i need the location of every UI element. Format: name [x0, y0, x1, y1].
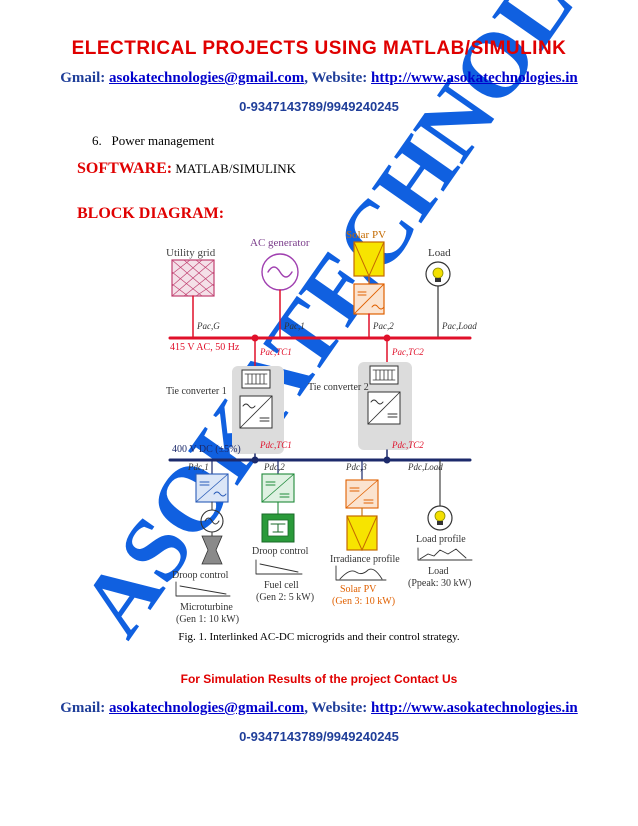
p-dc-2-label: Pdc,2 — [263, 462, 285, 472]
footer-gmail-label: Gmail: — [60, 700, 110, 716]
ac-bus-label: 415 V AC, 50 Hz — [170, 342, 240, 353]
footer-email-link[interactable]: asokatechnologies@gmail.com — [109, 700, 305, 716]
p-ac-tc2-label: Pac,TC2 — [391, 347, 424, 357]
turbine-icon — [201, 535, 223, 565]
header-website-label: , Website: — [304, 70, 372, 86]
droop-control-2-label: Droop control — [252, 546, 309, 557]
load-profile-label: Load profile — [416, 534, 466, 545]
p-ac-tc1-label: Pac,TC1 — [259, 347, 292, 357]
dc-ac-converter-icon-top — [353, 283, 385, 315]
p-ac-load-label: Pac,Load — [441, 321, 477, 331]
dc-dc-converter-icon — [261, 473, 295, 503]
droop-control-1-label: Droop control — [172, 570, 229, 581]
p-dc-tc2-label: Pdc,TC2 — [391, 440, 424, 450]
fuel-cell-gen-label: (Gen 2: 5 kW) — [256, 592, 314, 603]
lightbulb-icon-top — [425, 261, 451, 287]
generator-icon-1 — [200, 509, 224, 533]
fuel-cell-icon — [261, 513, 295, 543]
tie-converter-1-icon — [232, 366, 284, 454]
p-dc-load-label: Pdc,Load — [407, 462, 443, 472]
solar-panel-icon-top — [353, 241, 385, 278]
tie-converter-2-icon — [358, 362, 412, 450]
header-contact-line: Gmail: asokatechnologies@gmail.com, Webs… — [0, 70, 638, 87]
contact-line: For Simulation Results of the project Co… — [180, 672, 458, 686]
ac-generator-icon — [261, 253, 299, 291]
solar-panel-icon-bottom — [346, 515, 378, 552]
droop-curve-1 — [175, 581, 231, 597]
header-website-link[interactable]: http://www.asokatechnologies.in — [371, 70, 578, 86]
utility-grid-icon — [171, 259, 215, 297]
p-ac-1-label: Pac,1 — [283, 321, 305, 331]
figure-caption: Fig. 1. Interlinked AC-DC microgrids and… — [178, 631, 460, 643]
header-gmail-label: Gmail: — [60, 70, 110, 86]
footer-phone: 0-9347143789/9949240245 — [239, 729, 399, 744]
p-dc-tc1-label: Pdc,TC1 — [259, 440, 292, 450]
ac-dc-converter-icon-1 — [195, 473, 229, 503]
p-ac-g-label: Pac,G — [196, 321, 220, 331]
load-top-label: Load — [428, 247, 451, 259]
software-line: SOFTWARE: MATLAB/SIMULINK — [77, 160, 296, 178]
irradiance-profile-label: Irradiance profile — [330, 554, 400, 565]
footer-website-link[interactable]: http://www.asokatechnologies.in — [371, 700, 578, 716]
droop-curve-2 — [255, 559, 303, 575]
load-peak-label: (Ppeak: 30 kW) — [408, 578, 471, 589]
load-bottom-label: Load — [428, 566, 449, 577]
p-dc-3-label: Pdc,3 — [345, 462, 367, 472]
list-item-power-management: 6. Power management — [92, 133, 215, 148]
microturbine-gen-label: (Gen 1: 10 kW) — [176, 614, 239, 625]
load-curve — [417, 547, 473, 561]
fuel-cell-label: Fuel cell — [264, 580, 299, 591]
dc-bus-label: 400 V DC (±5%) — [172, 444, 241, 455]
tie-converter-2-label: Tie converter 2 — [308, 382, 369, 393]
software-value: MATLAB/SIMULINK — [172, 161, 296, 176]
solar-pv-gen-label: (Gen 3: 10 kW) — [332, 596, 395, 607]
block-diagram-heading: BLOCK DIAGRAM: — [77, 205, 225, 222]
header-email-link[interactable]: asokatechnologies@gmail.com — [109, 70, 305, 86]
software-label: SOFTWARE: — [77, 160, 173, 177]
block-diagram: Utility grid AC generator Solar PV Load — [166, 229, 477, 625]
p-dc-1-label: Pdc,1 — [187, 462, 209, 472]
tie-converter-1-label: Tie converter 1 — [166, 386, 227, 397]
dc-node-1 — [251, 456, 259, 464]
header-title: ELECTRICAL PROJECTS USING MATLAB/SIMULIN… — [71, 38, 567, 59]
utility-grid-label: Utility grid — [166, 247, 216, 259]
ac-generator-label: AC generator — [250, 237, 310, 249]
p-ac-2-label: Pac,2 — [372, 321, 394, 331]
irradiance-curve — [335, 565, 387, 581]
dc-node-2 — [383, 456, 391, 464]
header-phone: 0-9347143789/9949240245 — [239, 99, 399, 114]
microturbine-label: Microturbine — [180, 602, 233, 613]
footer-contact-line: Gmail: asokatechnologies@gmail.com, Webs… — [0, 700, 638, 717]
solar-pv-top-label: Solar PV — [346, 229, 386, 241]
dc-dc-converter-icon-solar — [345, 479, 379, 509]
footer-website-label: , Website: — [304, 700, 372, 716]
solar-pv-bottom-label: Solar PV — [340, 584, 377, 595]
lightbulb-icon-bottom — [427, 505, 453, 531]
